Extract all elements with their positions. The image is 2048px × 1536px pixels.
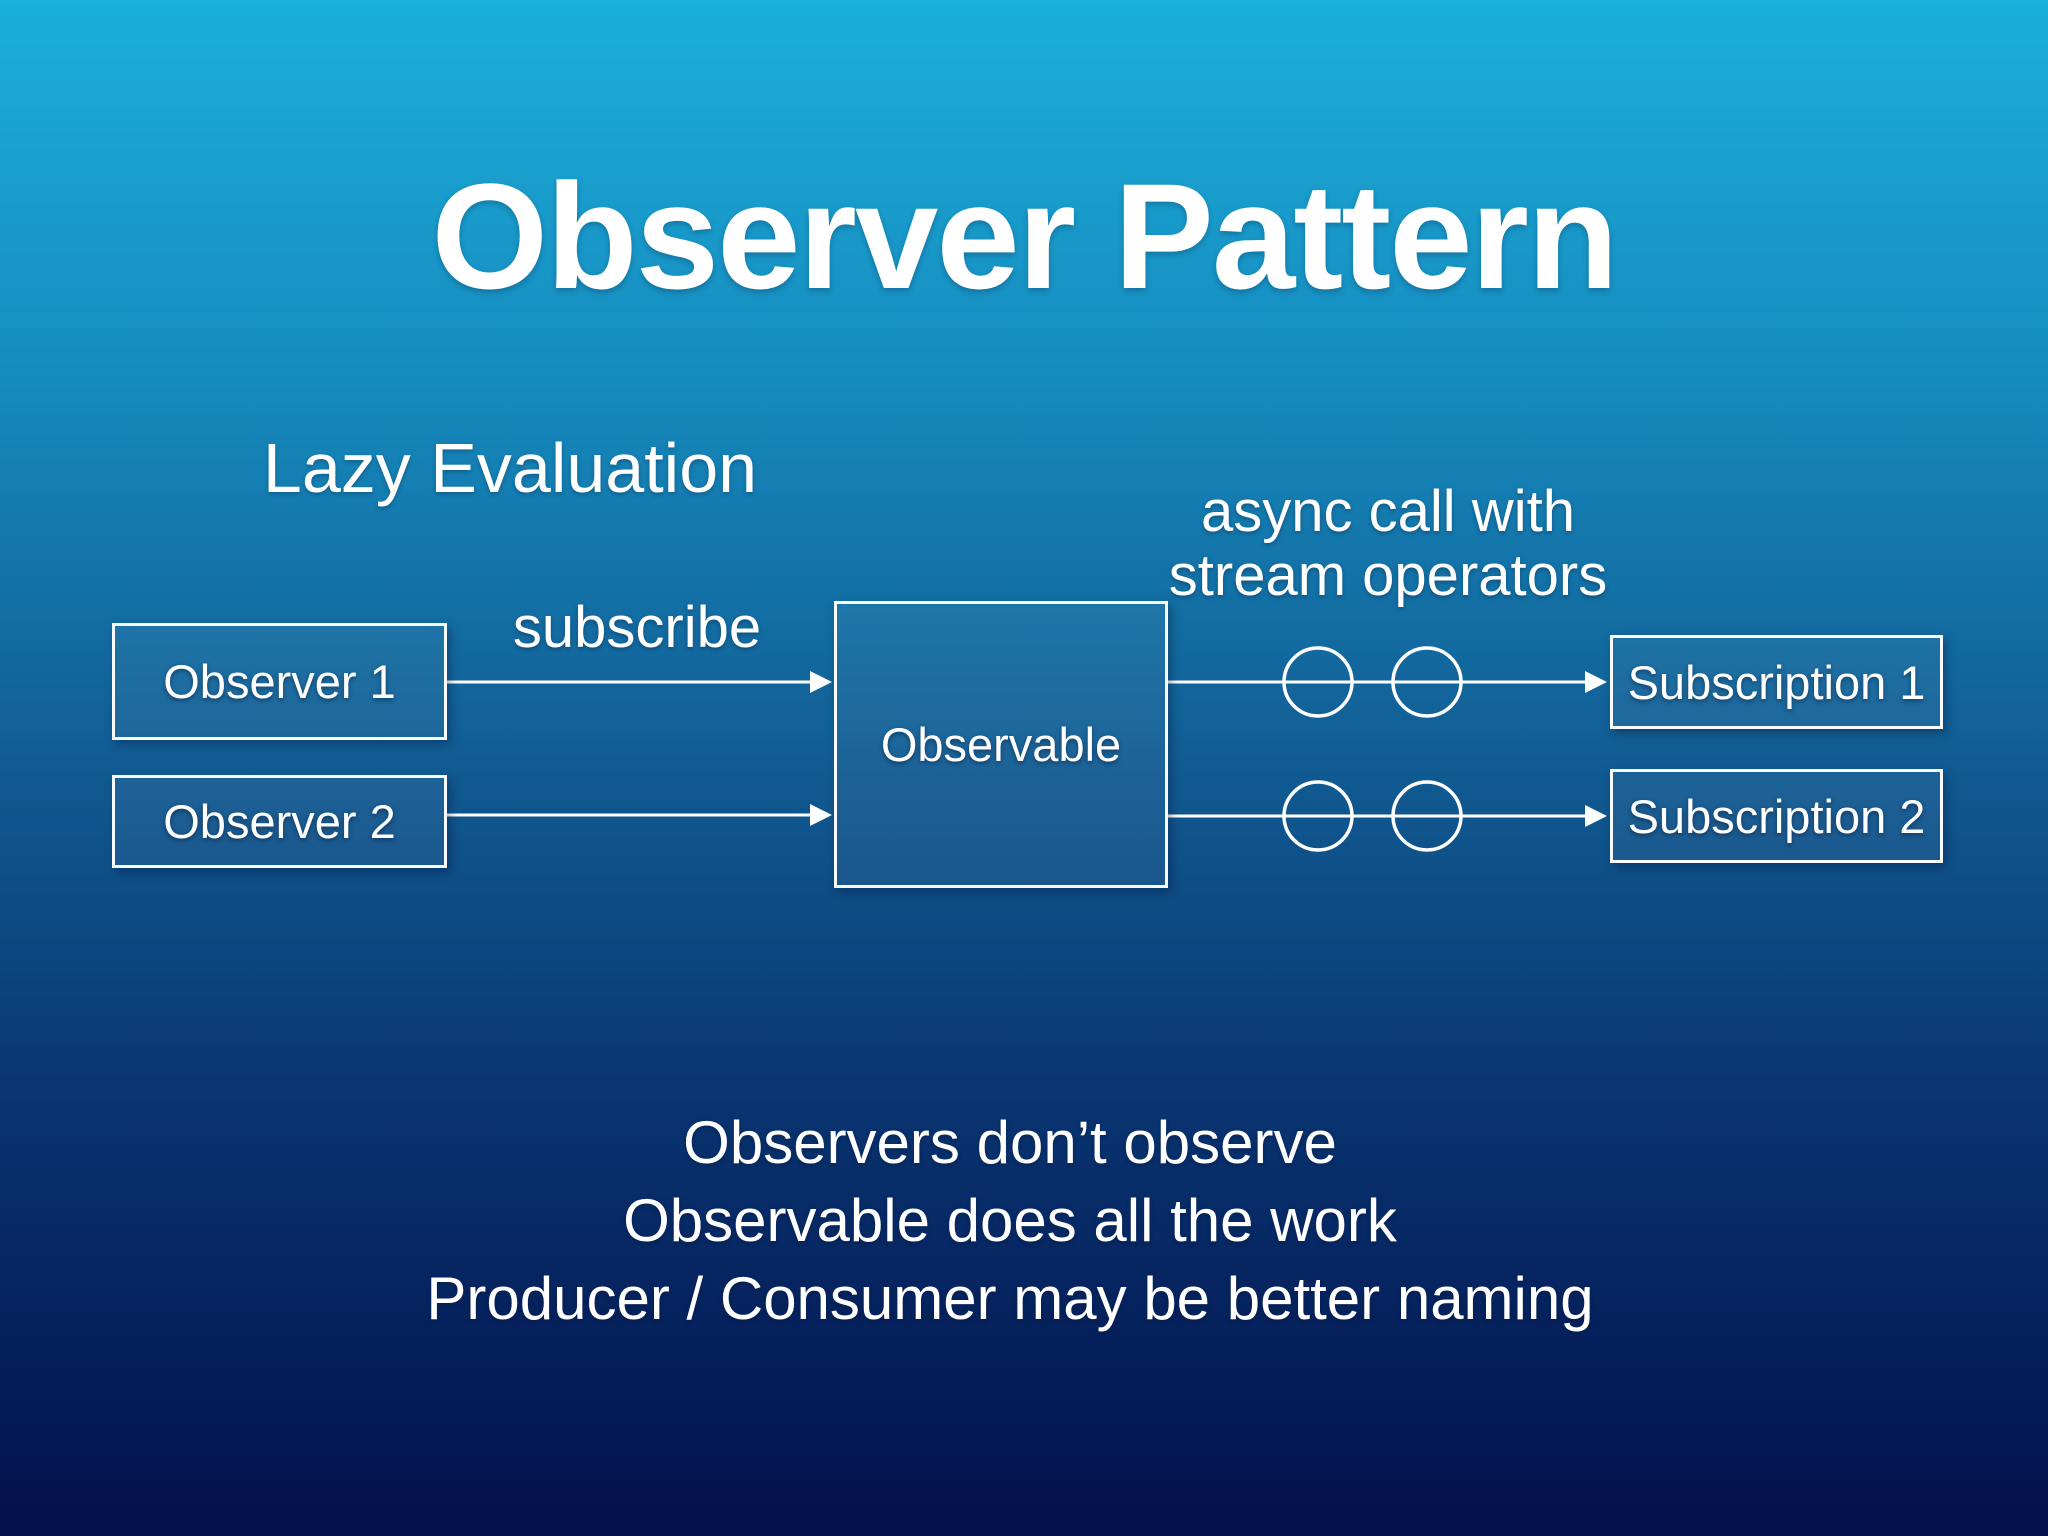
stream-operator-circle-1a bbox=[1282, 646, 1354, 718]
stream-operator-circle-2b bbox=[1391, 780, 1463, 852]
stream-operator-circle-1b bbox=[1391, 646, 1463, 718]
stream-arrow-head-1 bbox=[1585, 671, 1607, 693]
subscription-2-box: Subscription 2 bbox=[1610, 769, 1943, 863]
footer-note-line3: Producer / Consumer may be better naming bbox=[426, 1265, 1594, 1332]
subscription-1-label: Subscription 1 bbox=[1627, 655, 1926, 709]
subscription-2-label: Subscription 2 bbox=[1627, 789, 1926, 843]
stream-arrow-head-2 bbox=[1585, 805, 1607, 827]
subscribe-arrow-head-1 bbox=[810, 671, 832, 693]
observer-2-label: Observer 2 bbox=[163, 795, 396, 848]
observable-box: Observable bbox=[834, 601, 1168, 888]
async-call-label-line1: async call with bbox=[1201, 479, 1575, 544]
async-call-label: async call with stream operators bbox=[1168, 480, 1608, 608]
observer-2-box: Observer 2 bbox=[112, 775, 447, 868]
async-call-label-line2: stream operators bbox=[1168, 543, 1608, 608]
subscription-1-box: Subscription 1 bbox=[1610, 635, 1943, 729]
footer-note-line2: Observable does all the work bbox=[623, 1187, 1397, 1254]
observer-1-box: Observer 1 bbox=[112, 623, 447, 740]
subscribe-arrow-head-2 bbox=[810, 804, 832, 826]
slide-title: Observer Pattern bbox=[431, 152, 1618, 320]
lazy-evaluation-label: Lazy Evaluation bbox=[262, 429, 758, 507]
observer-1-label: Observer 1 bbox=[163, 655, 396, 708]
stream-operator-circle-2a bbox=[1282, 780, 1354, 852]
observable-label: Observable bbox=[880, 718, 1122, 771]
footer-note-line1: Observers don’t observe bbox=[683, 1109, 1337, 1176]
subscribe-label: subscribe bbox=[512, 595, 762, 660]
footer-notes: Observers don’t observe Observable does … bbox=[0, 1104, 2034, 1338]
